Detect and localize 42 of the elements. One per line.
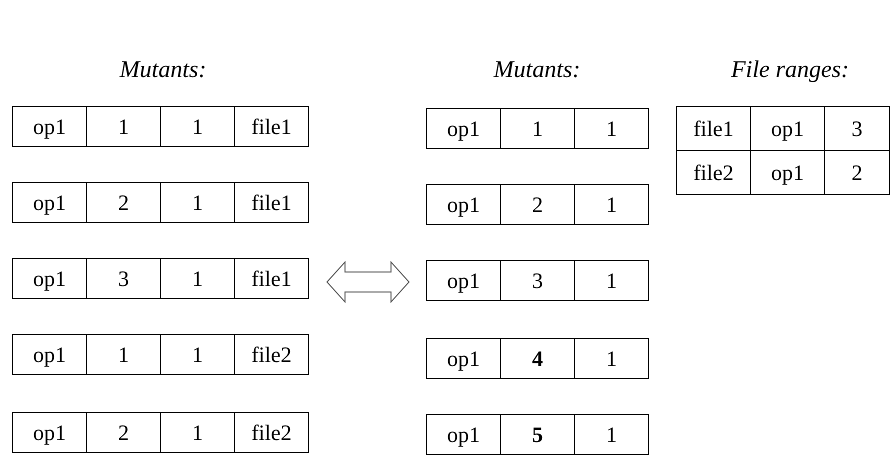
table-cell: 2 [86,182,161,223]
table-cell: file1 [676,106,751,151]
table-cell: 1 [574,260,649,301]
table-cell: 5 [500,414,575,455]
table-cell: op1 [426,414,501,455]
table-cell: file2 [676,150,751,195]
table-cell: op1 [12,106,87,147]
table-cell: 1 [160,412,235,453]
table-cell: op1 [426,338,501,379]
table-cell: 1 [574,414,649,455]
table-cell: 1 [500,108,575,149]
table-cell: op1 [12,182,87,223]
table-cell: file1 [234,258,309,299]
table-cell: 1 [86,106,161,147]
table-cell: file2 [234,334,309,375]
table-cell: 1 [574,184,649,225]
table-cell: 2 [500,184,575,225]
table-cell: 4 [500,338,575,379]
table-cell: file1 [234,106,309,147]
table-cell: op1 [426,108,501,149]
table-cell: 2 [86,412,161,453]
table-cell: 1 [160,258,235,299]
table-cell: 1 [574,338,649,379]
table-cell: 1 [160,182,235,223]
table-cell: op1 [426,260,501,301]
table-cell: 3 [824,106,890,151]
table-cell: file1 [234,182,309,223]
table-cell: 3 [86,258,161,299]
table-cell: 1 [86,334,161,375]
table-cell: 2 [824,150,890,195]
section-heading: Mutants: [492,56,582,85]
table-cell: 1 [574,108,649,149]
table-cell: op1 [12,258,87,299]
section-heading: File ranges: [730,56,850,85]
table-cell: 1 [160,106,235,147]
table-cell: 3 [500,260,575,301]
table-cell: op1 [12,334,87,375]
table-cell: file2 [234,412,309,453]
section-heading: Mutants: [118,56,208,85]
table-cell: op1 [12,412,87,453]
table-cell: op1 [426,184,501,225]
table-cell: 1 [160,334,235,375]
